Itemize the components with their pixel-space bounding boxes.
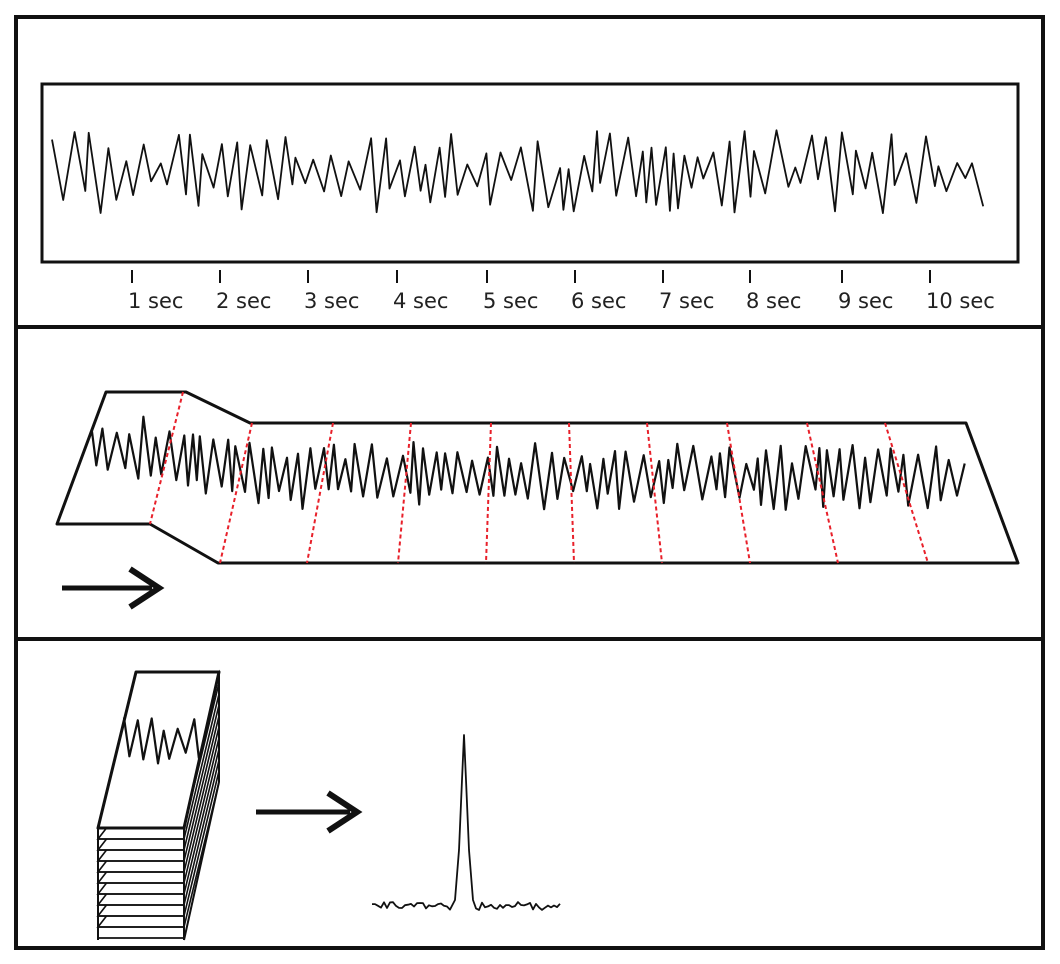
paper-strip (55, 390, 1020, 565)
panel-segmenting (55, 390, 1020, 610)
segment-divider (568, 422, 575, 564)
time-tick-label: 4 sec (393, 289, 448, 313)
time-tick-label: 1 sec (128, 289, 183, 313)
segment-divider (485, 422, 492, 564)
panel-averaging (96, 669, 561, 941)
time-tick-label: 8 sec (746, 289, 801, 313)
segment-divider (884, 422, 929, 564)
recording-trace (51, 129, 985, 215)
time-tick-label: 6 sec (571, 289, 626, 313)
panel-recording: 1 sec 2 sec 3 sec 4 sec 5 sec 6 sec 7 sec 8 sec… (40, 82, 1020, 313)
time-tick-label: 3 sec (304, 289, 359, 313)
average-arrow-icon (256, 790, 363, 834)
time-tick-label: 9 sec (838, 289, 893, 313)
stack-card-trace (122, 717, 200, 765)
time-tick-label: 5 sec (483, 289, 538, 313)
time-tick-label: 10 sec (926, 289, 995, 313)
segment-divider (806, 422, 839, 564)
figure-frame (14, 15, 1045, 950)
averaged-waveform (372, 734, 561, 911)
segment-divider (646, 422, 663, 564)
segment-divider (726, 422, 751, 564)
segment-divider (149, 391, 184, 525)
time-tick-label: 7 sec (659, 289, 714, 313)
segment-divider (397, 422, 412, 564)
segment-stack (96, 669, 221, 941)
time-axis: 1 sec 2 sec 3 sec 4 sec 5 sec 6 sec 7 sec 8 sec… (128, 270, 995, 313)
time-tick-label: 2 sec (216, 289, 271, 313)
strip-trace (90, 415, 966, 511)
stack-bottom-edge (183, 781, 220, 941)
recording-box (40, 82, 1020, 264)
stack-top-card (96, 670, 221, 830)
segment-dividers (149, 391, 929, 564)
segment-divider (306, 422, 334, 564)
direction-arrow-icon (62, 566, 165, 610)
segment-divider (219, 422, 253, 564)
